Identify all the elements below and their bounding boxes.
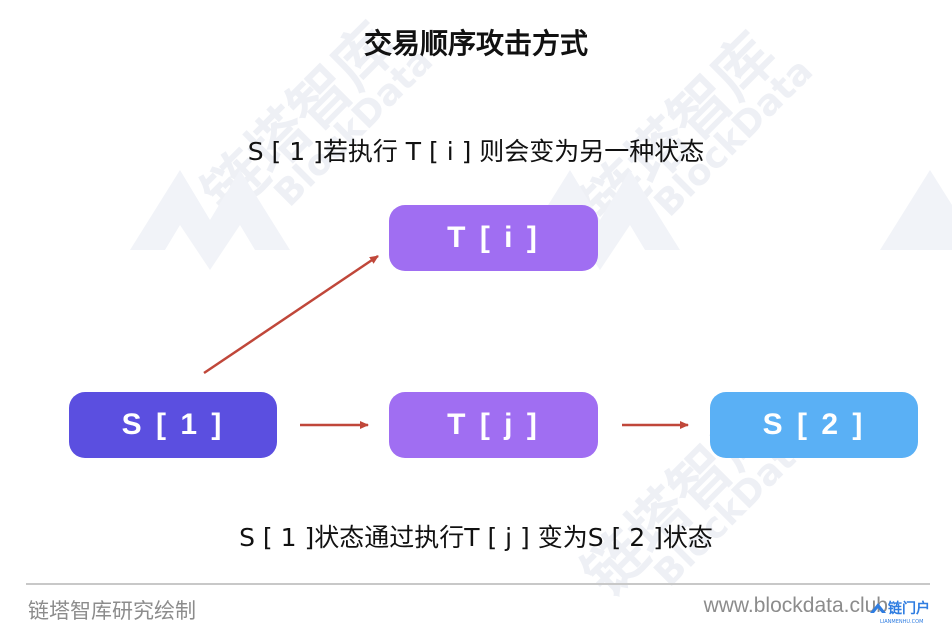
node-ti-label: T [ i ] <box>447 221 540 254</box>
node-ti: T [ i ] <box>389 205 598 271</box>
node-tj: T [ j ] <box>389 392 598 458</box>
footer-credit: 链塔智库研究绘制 <box>28 599 196 623</box>
node-s1-label: S [ 1 ] <box>121 408 225 441</box>
arrow-s1-to-ti <box>203 254 379 375</box>
footer-url[interactable]: www.blockdata.club <box>703 594 888 617</box>
caption-bottom: S [ 1 ]状态通过执行T [ j ] 变为S [ 2 ]状态 <box>239 523 713 552</box>
page-title: 交易顺序攻击方式 <box>363 27 588 60</box>
lianmenhu-logo: 链门户 LIANMENHU.COM <box>870 600 930 625</box>
node-tj-label: T [ j ] <box>447 408 540 441</box>
footer-divider <box>26 583 930 585</box>
node-s2: S [ 2 ] <box>710 392 918 458</box>
node-s1: S [ 1 ] <box>69 392 277 458</box>
node-s2-label: S [ 2 ] <box>762 408 866 441</box>
logo-subtext: LIANMENHU.COM <box>880 619 923 625</box>
caption-top: S [ 1 ]若执行 T [ i ] 则会变为另一种状态 <box>247 137 705 166</box>
logo-text: 链门户 <box>888 600 930 617</box>
logo-mark-icon <box>870 603 886 613</box>
